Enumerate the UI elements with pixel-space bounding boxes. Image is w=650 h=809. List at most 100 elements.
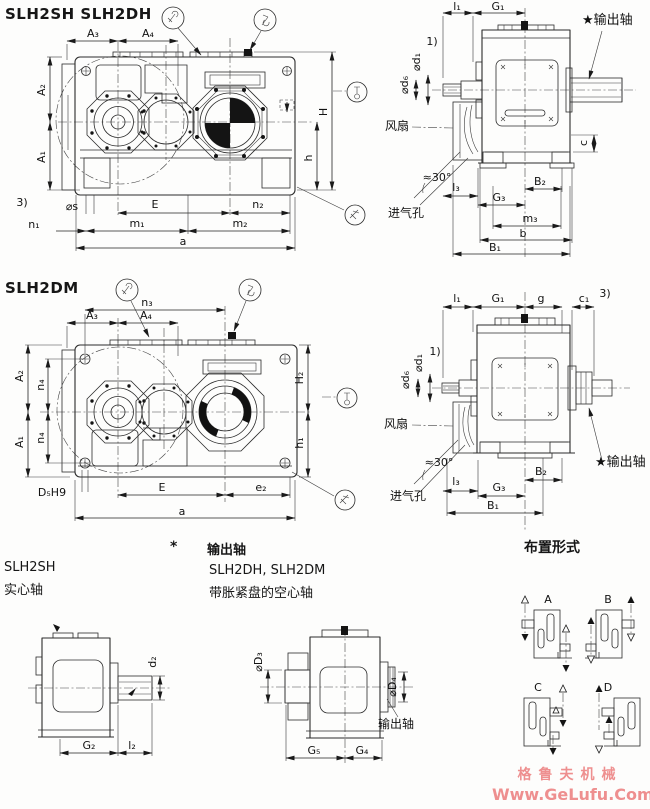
fan-shroud [452,401,478,454]
output-shaft [109,662,153,704]
callout-balloons [161,6,368,226]
angle-label: ≈30° [425,456,454,469]
arrangement-label-b: B [604,593,612,606]
dim-label-h: h [302,154,315,161]
output-shaft [565,30,623,113]
dim-label-B1: B₁ [489,241,501,254]
dim-label-n3: n₃ [141,296,152,309]
footnote-1: 1) [426,35,437,48]
arrangement-b [585,596,636,664]
fan-label: 风扇 [384,416,408,431]
dim-label-B1: B₁ [487,499,499,512]
legend-right-model: SLH2DH, SLH2DM [209,563,326,578]
dim-label-m2: m₂ [232,217,247,230]
dim-label-G1: G₁ [492,292,505,305]
arrangement-label-c: C [534,681,542,694]
output-shaft-bearing [192,85,268,161]
dim-label-a1: A₁ [13,436,26,448]
centerlines [40,306,312,502]
dimension-labels: d₂ G₂ l₂ [83,656,159,752]
dimension-labels: n₃ A₃ A₄ A₂ n₄ A₁ n₄ H₂ h₁ D₅H9 E e₂ a [13,296,306,518]
dim-label-l2: l₂ [128,739,135,752]
centerlines [432,292,630,530]
intermediate-bearing [137,93,195,151]
dimension-lines [264,669,408,761]
dim-label-E: E [159,481,166,494]
thermometer-icon [346,81,368,103]
dim-label-G2: G₂ [83,739,96,752]
output-shaft-label: 输出轴 [378,716,414,731]
hollow-shaft-detail-view: ⌀D₃ ⌀D₄ G₅ G₄ 输出轴 [252,626,415,763]
dimension-lines [25,307,311,521]
dim-label-G3: G₃ [493,481,506,494]
side-view-slh2dm: l₁ G₁ g c₁ 3) 1) ⌀d₁ ⌀d₆ 风扇 ≈30° l₃ 进气孔 … [384,287,646,530]
dim-label-d2: d₂ [146,656,159,667]
housing-outline [61,49,296,196]
dim-label-a: a [179,505,186,518]
dim-label-a: a [180,235,187,248]
legend-star: * [170,539,178,555]
housing-outline [470,314,575,459]
arrangement-a [520,595,572,672]
dimension-lines [59,675,165,756]
centerlines [432,8,636,258]
dim-label-E: E [152,198,159,211]
dim-label-a3: A₃ [87,27,99,40]
oil-fill-plug-icon [238,278,262,302]
oil-fill-plug-icon [253,8,277,32]
dim-label-a4: A₄ [140,309,153,322]
output-shaft-note: ★输出轴 [582,12,633,28]
dim-label-a1: A₁ [35,151,48,163]
oil-drain-plug-icon [344,204,366,226]
dim-label-G1: G₁ [492,0,505,13]
mounting-arrangements: A B C D [520,593,641,755]
footnote-1: 1) [429,345,440,358]
dim-label-m1: m₁ [129,217,144,230]
housing-outline [35,624,114,738]
legend-left-desc: 实心轴 [4,583,44,598]
dimension-labels: l₁ G₁ g c₁ 3) 1) ⌀d₁ ⌀d₆ 风扇 ≈30° l₃ 进气孔 … [384,287,646,512]
housing-outline [61,332,298,478]
arrangement-title: 布置形式 [524,540,580,556]
dim-label-n4-top: n₄ [34,379,47,391]
arrangement-c [523,684,568,755]
dimension-lines [411,304,595,516]
dim-label-n4-bottom: n₄ [34,432,47,444]
dim-label-D4: ⌀D₄ [386,677,399,697]
fan-label: 风扇 [385,118,409,133]
dim-label-e2: e₂ [255,481,266,494]
angle-label: ≈30° [423,171,452,184]
legend-right-desc: 带胀紧盘的空心轴 [209,586,314,601]
legend-output-header: 输出轴 [207,543,247,558]
output-shaft-note: ★输出轴 [595,454,646,470]
footnote-3: 3) [16,196,27,209]
front-view-slh2dm: n₃ A₃ A₄ A₂ n₄ A₁ n₄ H₂ h₁ D₅H9 E e₂ a [13,278,358,521]
breather-plug-icon [115,278,139,302]
dim-label-G4: G₄ [356,744,370,757]
dimension-lines [47,38,336,251]
dim-label-g: g [538,292,545,305]
dim-label-l3: l₃ [452,475,459,488]
dim-label-G5: G₅ [308,744,321,757]
dim-label-phis: ⌀s [66,200,79,213]
dim-label-h1: h₁ [293,437,306,448]
dim-label-B2: B₂ [535,465,547,478]
watermark-brand: 格鲁夫机械 [517,767,623,783]
dim-label-G3: G₃ [493,191,506,204]
dim-label-D5H9: D₅H9 [38,486,66,499]
dim-label-a4: A₄ [142,27,155,40]
dim-label-H2: H₂ [293,372,306,385]
hollow-output-shaft [567,365,613,461]
dim-label-n2: n₂ [252,198,263,211]
watermark-url: Www.GeLufu.Com [492,784,650,804]
page-title-top: SLH2SH SLH2DH [5,5,152,23]
input-shaft [442,80,483,100]
dim-label-d6: ⌀d₆ [399,370,412,389]
callout-balloons [115,278,358,511]
dim-label-l3: l₃ [452,181,459,194]
dimension-labels: ⌀D₃ ⌀D₄ G₅ G₄ 输出轴 [252,652,414,757]
shrink-disk [379,661,399,718]
dim-label-m3: m₃ [522,212,537,225]
solid-shaft-detail-view: d₂ G₂ l₂ [28,624,170,756]
